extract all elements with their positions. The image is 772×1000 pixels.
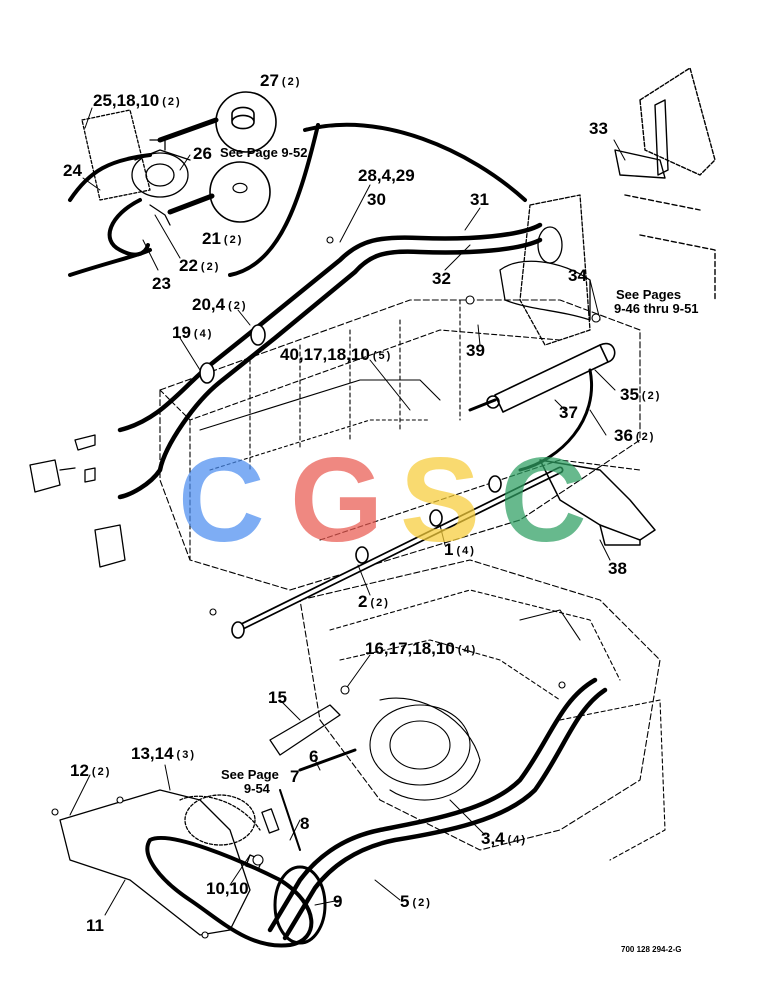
pump-assembly [81, 109, 191, 226]
callout-30: 30 [367, 190, 386, 209]
callout-39: 39 [466, 341, 485, 360]
callout-19: 19(4) [172, 323, 214, 342]
callout-5: 5(2) [400, 892, 432, 911]
callout-40-17-18-10: 40,17,18,10(5) [280, 345, 393, 364]
callout-7: 7 [290, 767, 300, 786]
callout-22: 22(2) [179, 256, 221, 275]
watermark-letter-c2: C [500, 433, 587, 567]
callout-27: 27(2) [260, 71, 302, 90]
pump-hoses [68, 153, 152, 277]
fasteners [51, 236, 601, 939]
callout-11: 11 [86, 916, 104, 935]
callout-32: 32 [432, 269, 451, 288]
tank [499, 194, 591, 346]
callout-36: 36(2) [614, 426, 656, 445]
callout-2: 2(2) [358, 592, 390, 611]
callout-circles [157, 91, 527, 277]
hydraulic-line-31-32 [117, 222, 543, 500]
callout-37: 37 [559, 403, 578, 422]
callout-8: 8 [300, 814, 310, 833]
callout-35: 35(2) [620, 385, 662, 404]
cylinder-37 [468, 342, 616, 472]
clamps [199, 324, 502, 639]
callout-16-17-18-10: 16,17,18,10(4) [365, 639, 478, 658]
shield-11 [59, 789, 261, 936]
note-see-page-9-52: See Page 9-52 [220, 145, 308, 160]
hose-3-4 [267, 677, 608, 941]
frame-outline [159, 299, 641, 591]
leader-lines [69, 107, 626, 916]
callout-34: 34 [568, 266, 587, 285]
callout-10-10: 10,10 [206, 879, 249, 898]
watermark-letter-s: S [400, 433, 481, 567]
callout-26: 26 [193, 144, 212, 163]
callout-9: 9 [333, 892, 343, 911]
callout-33: 33 [589, 119, 608, 138]
callout-15: 15 [268, 688, 287, 707]
watermark-letter-g: G [290, 433, 384, 567]
pipe-2 [231, 466, 564, 634]
plate-33 [614, 67, 716, 301]
callout-25-18-10: 25,18,10(2) [93, 91, 182, 110]
callout-1: 1(4) [444, 540, 476, 559]
lower-frame-outline [299, 559, 666, 861]
valve-fittings [29, 434, 126, 568]
document-number: 700 128 294-2-G [621, 945, 682, 954]
watermark-letter-c1: C [178, 433, 265, 567]
callout-3-4: 3,4(4) [481, 829, 528, 848]
callout-6: 6 [309, 747, 319, 766]
callout-38: 38 [608, 559, 627, 578]
callout-28-4-29: 28,4,29 [358, 166, 415, 185]
callout-24: 24 [63, 161, 82, 180]
belt-9 [145, 836, 327, 948]
callout-20-4: 20,4(2) [192, 295, 248, 314]
callout-31: 31 [470, 190, 489, 209]
callout-12: 12(2) [70, 761, 112, 780]
callout-13-14: 13,14(3) [131, 744, 196, 763]
bracket-38 [539, 459, 656, 546]
callout-21: 21(2) [202, 229, 244, 248]
callout-23: 23 [152, 274, 171, 293]
watermark: C G S C [178, 440, 608, 570]
